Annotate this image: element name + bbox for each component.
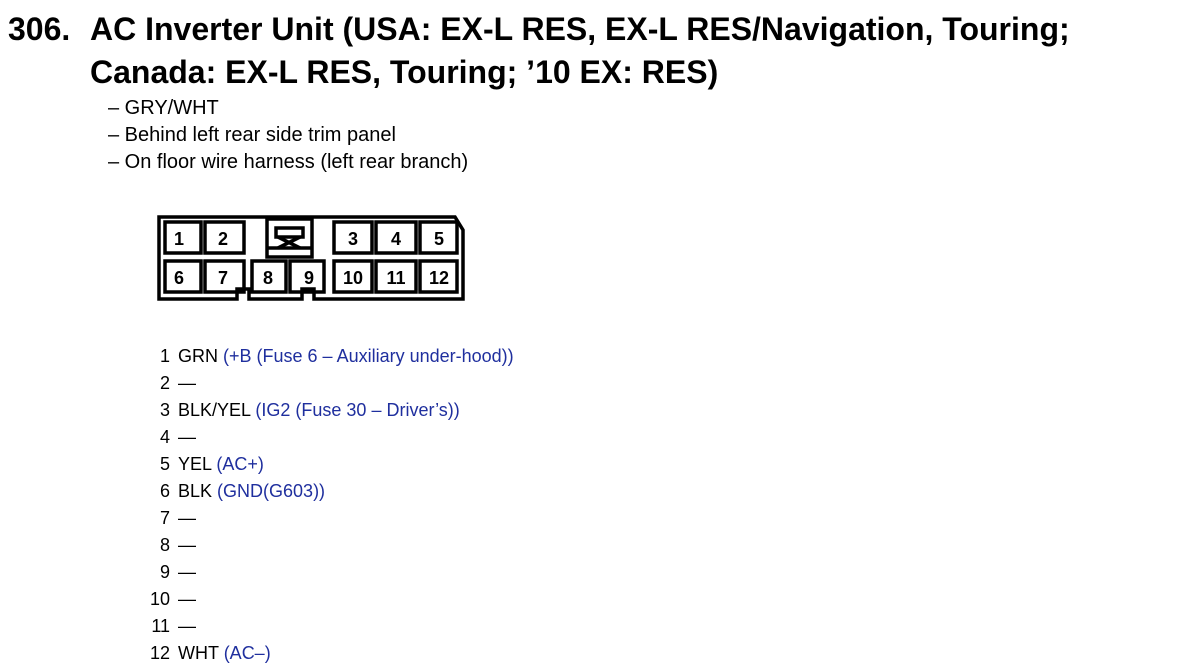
- cavity-5: [418, 220, 459, 255]
- pin-number: 3: [159, 400, 170, 420]
- page-title: 306. AC Inverter Unit (USA: EX-L RES, EX-…: [8, 8, 1070, 94]
- pin-row-11: 11 —: [146, 613, 514, 640]
- pin-wire: —: [178, 535, 196, 555]
- pin-label-10: 10: [343, 268, 363, 288]
- pin-number: 1: [159, 346, 170, 366]
- pin-wire: YEL: [178, 454, 212, 474]
- pin-list: 1 GRN (+B (Fuse 6 – Auxiliary under-hood)…: [146, 343, 514, 667]
- lock-tab-icon: [265, 217, 314, 259]
- cavity-8: [250, 259, 288, 294]
- cavity-10: [332, 259, 374, 294]
- pin-label-7: 7: [218, 268, 228, 288]
- pin-wire: —: [178, 508, 196, 528]
- pin-number: 2: [159, 373, 170, 393]
- pin-description: (IG2 (Fuse 30 – Driver’s)): [255, 400, 460, 420]
- pin-description: (GND(G603)): [217, 481, 326, 501]
- pin-description: (AC+): [216, 454, 264, 474]
- pin-description: (+B (Fuse 6 – Auxiliary under-hood)): [223, 346, 514, 366]
- pin-wire: —: [178, 562, 196, 582]
- pin-row-10: 10 —: [146, 586, 514, 613]
- pin-wire: —: [178, 427, 196, 447]
- pin-row-2: 2—: [146, 370, 514, 397]
- cavity-6: [163, 259, 203, 294]
- cavity-2: [203, 220, 246, 255]
- pin-number: 8: [159, 535, 170, 555]
- cavity-9: [288, 259, 326, 294]
- title-line-1: AC Inverter Unit (USA: EX-L RES, EX-L RE…: [90, 11, 1070, 47]
- pin-label-5: 5: [434, 229, 444, 249]
- pin-wire: —: [178, 589, 196, 609]
- section-number: 306.: [8, 11, 71, 47]
- pin-row-1: 1 GRN (+B (Fuse 6 – Auxiliary under-hood)…: [146, 343, 514, 370]
- pin-wire: BLK/YEL: [178, 400, 251, 420]
- pin-label-2: 2: [218, 229, 228, 249]
- pin-number: 12: [149, 643, 170, 663]
- pin-wire: WHT: [178, 643, 219, 663]
- title-line-2: Canada: EX-L RES, Touring; ’10 EX: RES): [90, 54, 719, 90]
- pin-number: 9: [159, 562, 170, 582]
- connector-notes: – GRY/WHT – Behind left rear side trim p…: [108, 95, 468, 176]
- pin-row-8: 8—: [146, 532, 514, 559]
- cavity-11: [374, 259, 418, 294]
- pin-number: 4: [159, 427, 170, 447]
- pin-label-6: 6: [174, 268, 184, 288]
- connector-diagram: 1 2 3 4 5 6 7 8 9 10 11 12: [157, 215, 465, 301]
- pin-row-9: 9—: [146, 559, 514, 586]
- cavity-4: [374, 220, 418, 255]
- pin-wire: BLK: [178, 481, 213, 501]
- pin-label-12: 12: [429, 268, 449, 288]
- pin-row-5: 5 YEL (AC+): [146, 451, 514, 478]
- pin-number: 6: [159, 481, 170, 501]
- note-location: – Behind left rear side trim panel: [108, 124, 396, 146]
- pin-wire: —: [178, 616, 196, 636]
- pin-label-4: 4: [391, 229, 401, 249]
- pin-description: (AC–): [223, 643, 271, 663]
- pin-number: 11: [151, 616, 170, 636]
- cavity-3: [332, 220, 374, 255]
- pin-wire: GRN: [178, 346, 218, 366]
- pin-row-3: 3 BLK/YEL (IG2 (Fuse 30 – Driver’s)): [146, 397, 514, 424]
- pin-number: 5: [159, 454, 170, 474]
- pin-label-1: 1: [174, 229, 184, 249]
- pin-label-3: 3: [348, 229, 358, 249]
- connector-housing: [157, 215, 465, 301]
- cavity-7: [203, 259, 246, 294]
- note-harness: – On floor wire harness (left rear branc…: [108, 151, 469, 173]
- cavity-1: [163, 220, 203, 255]
- pin-row-12: 12 WHT (AC–): [146, 640, 514, 667]
- pin-row-7: 7—: [146, 505, 514, 532]
- pin-label-8: 8: [263, 268, 273, 288]
- cavity-12: [418, 259, 459, 294]
- pin-row-4: 4—: [146, 424, 514, 451]
- pin-label-9: 9: [304, 268, 314, 288]
- pin-label-11: 11: [386, 268, 405, 288]
- pin-wire: —: [178, 373, 196, 393]
- pin-row-6: 6 BLK (GND(G603)): [146, 478, 514, 505]
- note-color: – GRY/WHT: [108, 97, 219, 119]
- pin-number: 10: [149, 589, 170, 609]
- pin-number: 7: [159, 508, 170, 528]
